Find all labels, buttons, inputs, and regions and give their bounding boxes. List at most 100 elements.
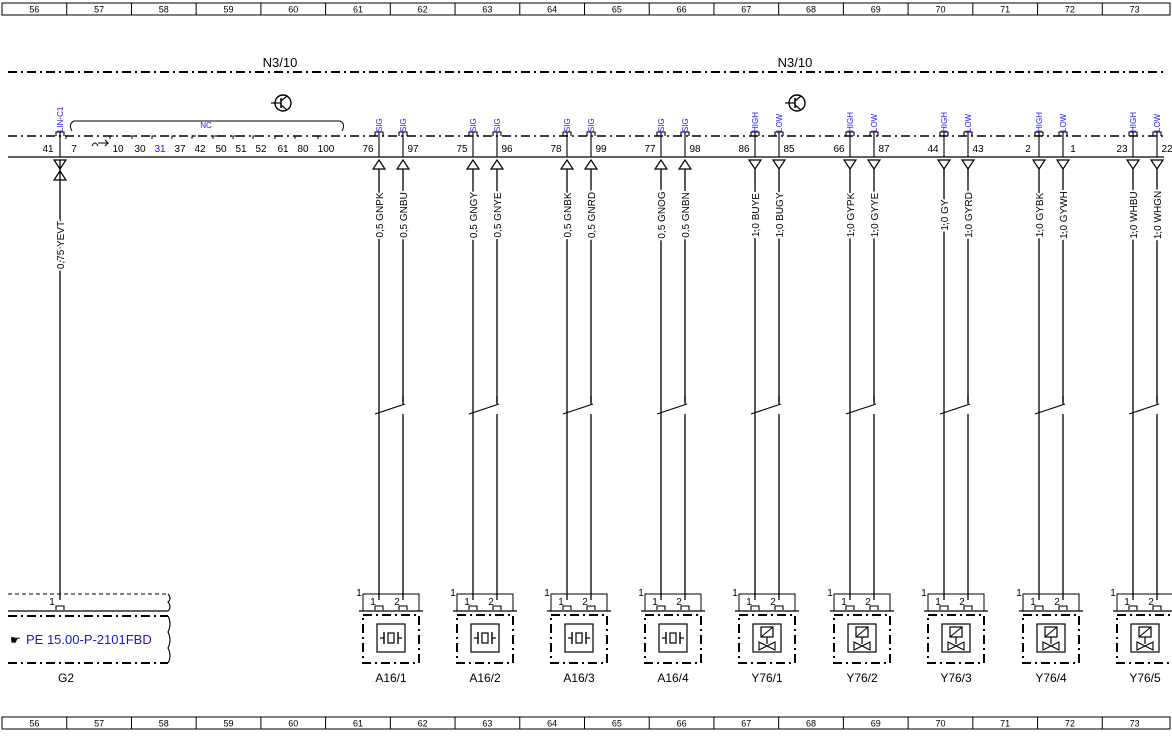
solenoid-valve-icon — [947, 626, 965, 651]
nc-label: NC — [200, 121, 212, 130]
pin-number: 1 — [558, 597, 564, 608]
piezo-sensor-icon — [662, 632, 684, 644]
module-title-left: N3/10 — [263, 55, 298, 70]
ruler-number: 61 — [353, 719, 363, 729]
pin-number: 2 — [959, 597, 965, 608]
pin-number: 1 — [1016, 588, 1022, 599]
pin-number: 1 — [356, 588, 362, 599]
pin-number: 10 — [112, 144, 124, 155]
arrow-down-icon — [771, 159, 787, 171]
component-label: A16/4 — [657, 671, 689, 685]
arrow-down-icon — [1149, 159, 1165, 171]
pin-number: 76 — [362, 144, 374, 155]
wire-label: 1,0 GYBK — [1035, 192, 1046, 237]
component-label: Y76/3 — [940, 671, 972, 685]
module-title-right: N3/10 — [778, 55, 813, 70]
arrow-down-icon — [1055, 159, 1071, 171]
ruler-number: 58 — [159, 5, 169, 15]
wire-label: 0,5 GNYE — [493, 192, 504, 237]
signal-label: HIGH — [1129, 112, 1138, 132]
pin-number: 78 — [550, 144, 562, 155]
solenoid-valve-icon — [1042, 626, 1060, 651]
wire-label: 0,5 GNBN — [681, 192, 692, 238]
pin-number: 61 — [277, 144, 289, 155]
ruler-number: 62 — [418, 5, 428, 15]
solenoid-valve-icon — [758, 626, 776, 651]
pin-number: 2 — [488, 597, 494, 608]
wire-label: 1,0 GYRD — [964, 192, 975, 238]
wire-label: 0,5 GNRD — [587, 192, 598, 238]
pin-number: 41 — [42, 144, 54, 155]
arrow-down-icon — [842, 159, 858, 171]
ruler-number: 63 — [482, 719, 492, 729]
pin-number: 87 — [878, 144, 890, 155]
component-label: A16/3 — [563, 671, 595, 685]
cross-reference-link[interactable]: PE 15.00-P-2101FBD — [26, 632, 152, 647]
ruler-number: 67 — [741, 719, 751, 729]
pin-number: 2 — [1054, 597, 1060, 608]
ruler-number: 57 — [94, 719, 104, 729]
ruler-number: 72 — [1065, 719, 1075, 729]
ruler-number: 65 — [612, 5, 622, 15]
pin-number: 2 — [582, 597, 588, 608]
pin-number: 1 — [732, 588, 738, 599]
transistor-icon — [785, 94, 806, 112]
pin-number: 23 — [1116, 144, 1128, 155]
wire-label: 0,5 GNGY — [469, 192, 480, 238]
pin-number: 1 — [746, 597, 752, 608]
pin-number: 77 — [644, 144, 656, 155]
pin-number: 1 — [921, 588, 927, 599]
signal-label: LOW — [1153, 113, 1162, 132]
transistor-icon — [271, 94, 292, 112]
signal-label: HIGH — [751, 112, 760, 132]
pin-number: 1 — [652, 597, 658, 608]
pin-number: 97 — [407, 144, 419, 155]
ruler-number: 68 — [806, 719, 816, 729]
ruler-number: 66 — [677, 5, 687, 15]
arrow-up-icon — [653, 158, 669, 170]
ruler-number: 70 — [935, 719, 945, 729]
arrow-up-icon — [677, 158, 693, 170]
nc-bracket — [69, 120, 345, 132]
pin-number: 37 — [174, 144, 186, 155]
arrow-down-icon — [1125, 159, 1141, 171]
pin-number: 22 — [1161, 144, 1172, 155]
wire-label: 0,5 GNBK — [563, 192, 574, 237]
ruler-number: 56 — [29, 5, 39, 15]
ruler-number: 65 — [612, 719, 622, 729]
signal-label: SIG — [681, 118, 690, 132]
pin-number: 1 — [1110, 588, 1116, 599]
ruler-number: 62 — [418, 719, 428, 729]
pin-number: 2 — [1148, 597, 1154, 608]
ruler-number: 71 — [1000, 719, 1010, 729]
ruler-number: 57 — [94, 5, 104, 15]
pin-number: 85 — [783, 144, 795, 155]
ruler-number: 64 — [547, 719, 557, 729]
arrow-up-icon — [395, 158, 411, 170]
arrow-up-icon — [371, 158, 387, 170]
arrow-down-icon — [936, 159, 952, 171]
pin-number: 66 — [833, 144, 845, 155]
wire-label: 1,0 GYWH — [1059, 191, 1070, 239]
pin-number: 1 — [370, 597, 376, 608]
wire-label: 1,0 WHBU — [1129, 191, 1140, 238]
wire-label: 0,5 GNOG — [657, 191, 668, 238]
pin-number: 99 — [595, 144, 607, 155]
twisted-pair-icon — [91, 139, 110, 147]
pin-number: 42 — [194, 144, 206, 155]
lin-label: LIN-C1 — [56, 106, 65, 132]
pin-number: 1 — [638, 588, 644, 599]
wire-label: 1,0 GYYE — [870, 192, 881, 237]
pin-number: 2 — [676, 597, 682, 608]
